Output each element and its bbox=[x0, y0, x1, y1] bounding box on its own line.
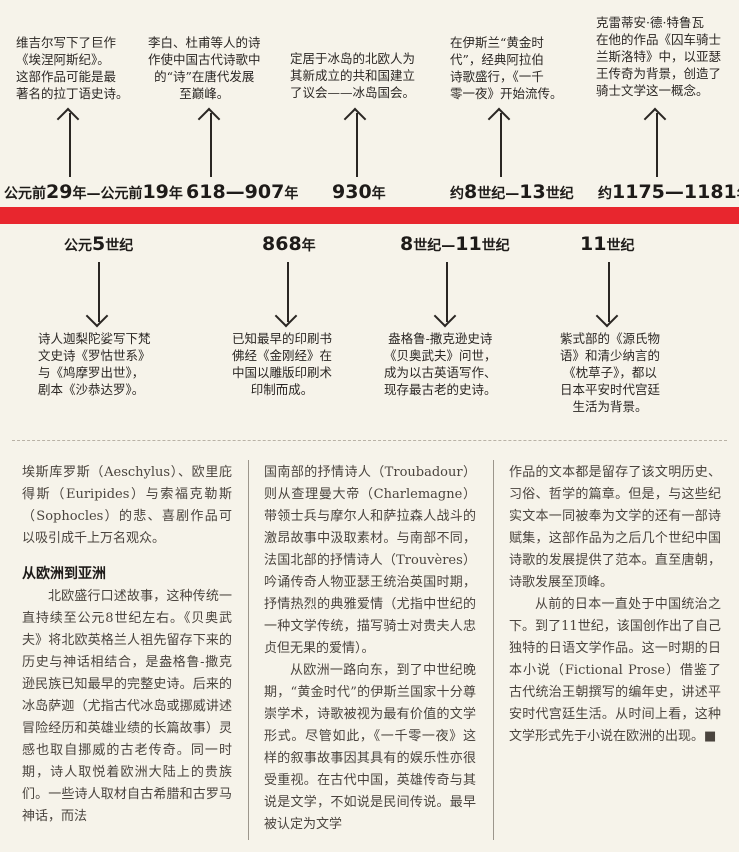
event-note-diamond-sutra: 已知最早的印刷书佛经《金刚经》在中国以雕版印刷术印制而成。 bbox=[232, 331, 333, 397]
arrow-up-icon bbox=[656, 113, 658, 177]
date-label-868: 868年 bbox=[262, 233, 316, 255]
date-label-beowulf: 8世纪—11世纪 bbox=[400, 233, 510, 255]
paragraph: 作品的文本都是留存了该文明历史、习俗、哲学的篇章。但是，与这些纪实文本一同被奉为… bbox=[509, 465, 721, 590]
date-label-930: 930年 bbox=[332, 181, 386, 203]
event-note-virgil: 维吉尔写下了巨作《埃涅阿斯纪》。这部作品可能是最著名的拉丁语史诗。 bbox=[16, 35, 129, 101]
paragraph: 从前的日本一直处于中国统治之下。到了11世纪，该国创作出了自己独特的日语文学作品… bbox=[509, 597, 721, 744]
arrow-down-icon bbox=[287, 262, 289, 322]
paragraph: 埃斯库罗斯（Aeschylus）、欧里庇得斯（Euripides）与索福克勒斯（… bbox=[22, 465, 232, 546]
article-column-2: 国南部的抒情诗人（Troubadour）则从查理曼大帝（Charlemagne）… bbox=[264, 462, 476, 836]
article-column-1: 埃斯库罗斯（Aeschylus）、欧里庇得斯（Euripides）与索福克勒斯（… bbox=[22, 462, 232, 828]
paragraph: 国南部的抒情诗人（Troubadour）则从查理曼大帝（Charlemagne）… bbox=[264, 465, 476, 656]
arrow-up-icon bbox=[500, 113, 502, 177]
arrow-up-icon bbox=[69, 113, 71, 177]
section-divider bbox=[12, 440, 727, 441]
arrow-down-icon bbox=[98, 262, 100, 322]
timeline-bar bbox=[0, 207, 739, 224]
article-column-3: 作品的文本都是留存了该文明历史、习俗、哲学的篇章。但是，与这些纪实文本一同被奉为… bbox=[509, 462, 721, 748]
date-label-chretien: 约1175—1181年 bbox=[598, 181, 739, 203]
event-note-chretien: 克雷蒂安·德·特鲁瓦在他的作品《囚车骑士兰斯洛特》中，以亚瑟王传奇为背景，创造了… bbox=[596, 15, 722, 98]
arrow-down-icon bbox=[446, 262, 448, 322]
date-label-11th-century: 11世纪 bbox=[580, 233, 635, 255]
paragraph: 北欧盛行口述故事，这种传统一直持续至公元8世纪左右。《贝奥武夫》将北欧英格兰人祖… bbox=[22, 589, 232, 824]
event-note-althing: 定居于冰岛的北欧人为其新成立的共和国建立了议会——冰岛国会。 bbox=[290, 51, 416, 100]
event-note-genji: 紫式部的《源氏物语》和清少纳言的《枕草子》，都以日本平安时代宫廷生活为背景。 bbox=[560, 331, 661, 414]
column-divider bbox=[493, 460, 494, 840]
date-label-virgil: 公元前29年—公元前19年 bbox=[4, 181, 183, 203]
event-note-kalidasa: 诗人迦梨陀娑写下梵文史诗《罗怙世系》与《鸠摩罗出世》，剧本《沙恭达罗》。 bbox=[38, 331, 151, 397]
arrow-up-icon bbox=[210, 113, 212, 177]
date-label-golden-age: 约8世纪—13世纪 bbox=[450, 181, 574, 203]
section-heading: 从欧洲到亚洲 bbox=[22, 566, 106, 582]
event-note-beowulf: 盎格鲁-撒克逊史诗《贝奥武夫》问世，成为以古英语写作、现存最古老的史诗。 bbox=[384, 331, 497, 397]
arrow-up-icon bbox=[356, 113, 358, 177]
event-note-tang-poetry: 李白、杜甫等人的诗作使中国古代诗歌中的“诗”在唐代发展至巅峰。 bbox=[148, 35, 261, 101]
arrow-down-icon bbox=[608, 262, 610, 322]
column-divider bbox=[248, 460, 249, 840]
date-label-tang: 618—907年 bbox=[186, 181, 299, 203]
date-label-5th-century: 公元5世纪 bbox=[64, 233, 134, 255]
event-note-arabian-nights: 在伊斯兰“黄金时代”，经典阿拉伯诗歌盛行，《一千零一夜》开始流传。 bbox=[450, 35, 563, 101]
paragraph: 从欧洲一路向东，到了中世纪晚期，“黄金时代”的伊斯兰国家十分尊崇学术，诗歌被视为… bbox=[264, 663, 476, 832]
